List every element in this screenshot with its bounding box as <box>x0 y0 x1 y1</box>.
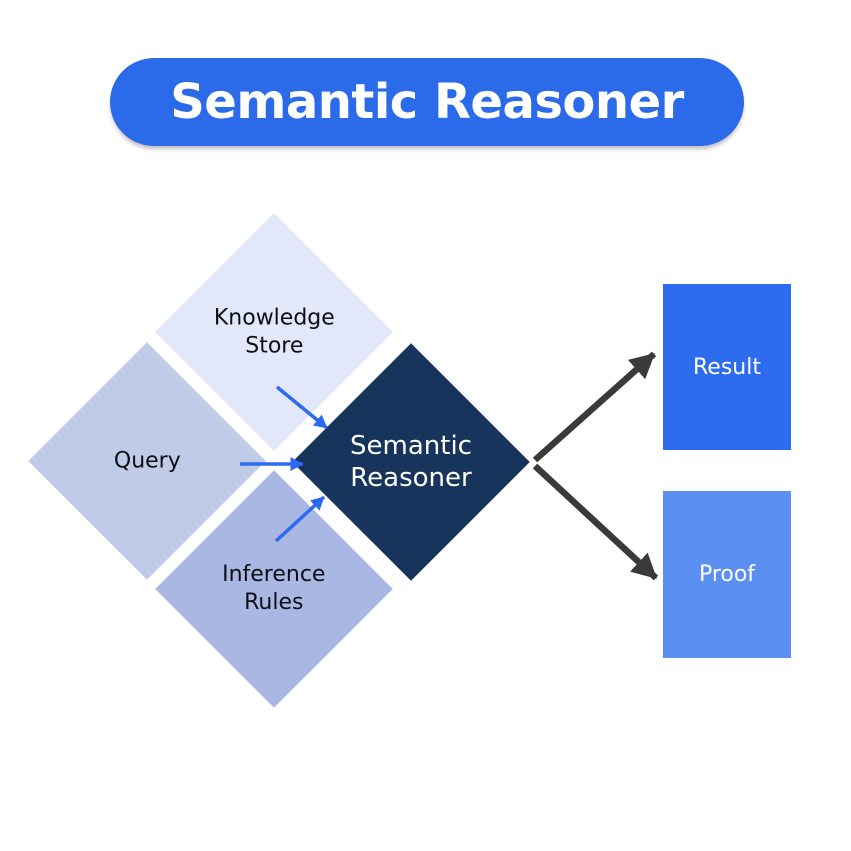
title-banner: Semantic Reasoner <box>110 58 744 146</box>
node-proof: Proof <box>663 491 791 658</box>
semantic-reasoner-label-line1: Semantic <box>350 430 472 461</box>
knowledge-store-label: Knowledge Store <box>214 304 335 360</box>
inference-rules-label: Inference Rules <box>222 561 325 617</box>
result-label: Result <box>693 354 761 380</box>
reasoner-to-result-arrow <box>532 351 657 463</box>
inference-rules-label-line1: Inference <box>222 561 326 587</box>
knowledge-store-label-line2: Store <box>244 333 304 358</box>
reasoner-to-proof-arrow <box>532 463 659 581</box>
page-title: Semantic Reasoner <box>170 74 684 130</box>
node-result: Result <box>663 284 791 450</box>
semantic-reasoner-label: Semantic Reasoner <box>350 430 472 494</box>
semantic-reasoner-label-line2: Reasoner <box>350 462 472 493</box>
inference-rules-label-line2: Rules <box>244 589 304 615</box>
query-label-line1: Query <box>113 447 181 473</box>
query-label: Query <box>114 447 181 475</box>
knowledge-store-label-line1: Knowledge <box>213 305 335 330</box>
proof-label: Proof <box>698 562 756 587</box>
